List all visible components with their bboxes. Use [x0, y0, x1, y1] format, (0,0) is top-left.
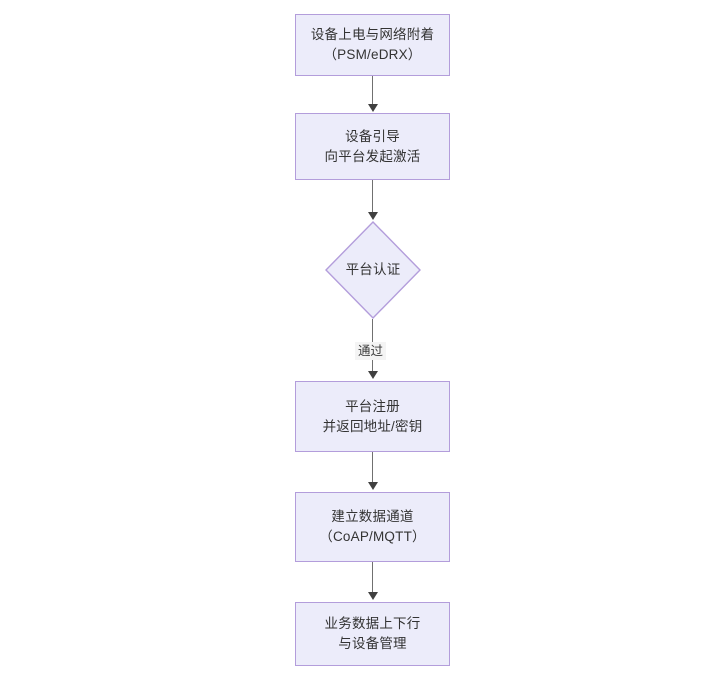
edge-n2-n3	[372, 180, 373, 214]
node-label-line2: 并返回地址/密钥	[322, 418, 423, 434]
edge-n4-n5-arrowhead	[368, 482, 378, 490]
node-platform-authentication[interactable]: 平台认证	[325, 221, 421, 319]
node-label-line1: 设备引导	[345, 128, 400, 144]
edge-n2-n3-arrowhead	[368, 212, 378, 220]
edge-label-pass: 通过	[355, 342, 387, 360]
node-label-line2: 与设备管理	[338, 636, 407, 651]
node-label-line1: 平台认证	[345, 262, 401, 277]
node-label-line2: （CoAP/MQTT）	[319, 529, 426, 544]
diamond-shape-icon	[325, 221, 421, 319]
edge-n5-n6-arrowhead	[368, 592, 378, 600]
node-label-line2: （PSM/eDRX）	[323, 47, 422, 62]
node-label-line1: 业务数据上下行	[324, 616, 421, 631]
edge-n5-n6	[372, 562, 373, 594]
edge-n1-n2	[372, 76, 373, 106]
node-platform-registration[interactable]: 平台注册 并返回地址/密钥	[295, 381, 450, 452]
node-label-line1: 建立数据通道	[331, 509, 414, 524]
edge-n3-n4-arrowhead	[368, 371, 378, 379]
node-data-channel[interactable]: 建立数据通道 （CoAP/MQTT）	[295, 492, 450, 562]
node-business-data[interactable]: 业务数据上下行 与设备管理	[295, 602, 450, 666]
node-device-power-on[interactable]: 设备上电与网络附着 （PSM/eDRX）	[295, 14, 450, 76]
edge-n4-n5	[372, 452, 373, 484]
node-label-line1: 设备上电与网络附着	[310, 27, 435, 42]
node-label-line1: 平台注册	[345, 398, 400, 414]
edge-n1-n2-arrowhead	[368, 104, 378, 112]
node-device-bootstrap[interactable]: 设备引导 向平台发起激活	[295, 113, 450, 180]
node-label-line2: 向平台发起激活	[324, 148, 421, 164]
